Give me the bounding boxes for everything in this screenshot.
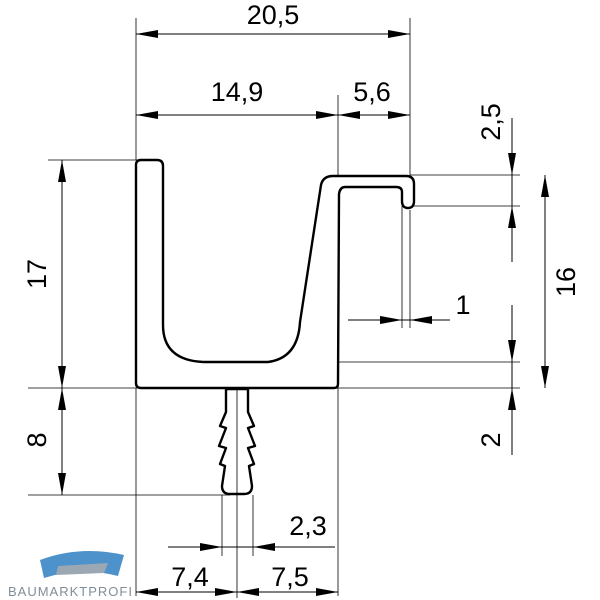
- dimension-lines: [58, 30, 549, 596]
- baumarktprofi-logo: BAUMARKTPROFI: [8, 551, 133, 599]
- extension-lines: [28, 18, 520, 596]
- dim-barb-left-offset: 7,4: [171, 562, 209, 592]
- dimension-labels: 20,5 14,9 5,6 2,5 17 16 1 2 8 2,3 7,4 7,…: [22, 0, 581, 592]
- dim-barb-width: 2,3: [289, 511, 327, 541]
- dim-base-thickness: 2: [476, 432, 506, 447]
- profile-cross-section: [134, 158, 416, 390]
- logo-swoosh-icon: [40, 551, 124, 578]
- dim-barb-length: 8: [22, 432, 52, 447]
- dim-lip-width: 5,6: [353, 77, 391, 107]
- dim-lip-gap: 1: [455, 290, 470, 320]
- logo-stripe-icon: [56, 563, 108, 575]
- logo-text: BAUMARKTPROFI: [8, 584, 133, 599]
- dim-lip-height: 2,5: [476, 103, 506, 141]
- dim-left-height: 17: [22, 259, 52, 289]
- dim-right-height: 16: [551, 267, 581, 297]
- dim-channel-width: 14,9: [211, 77, 264, 107]
- dim-overall-width: 20,5: [247, 0, 300, 30]
- dim-barb-right-offset: 7,5: [271, 562, 309, 592]
